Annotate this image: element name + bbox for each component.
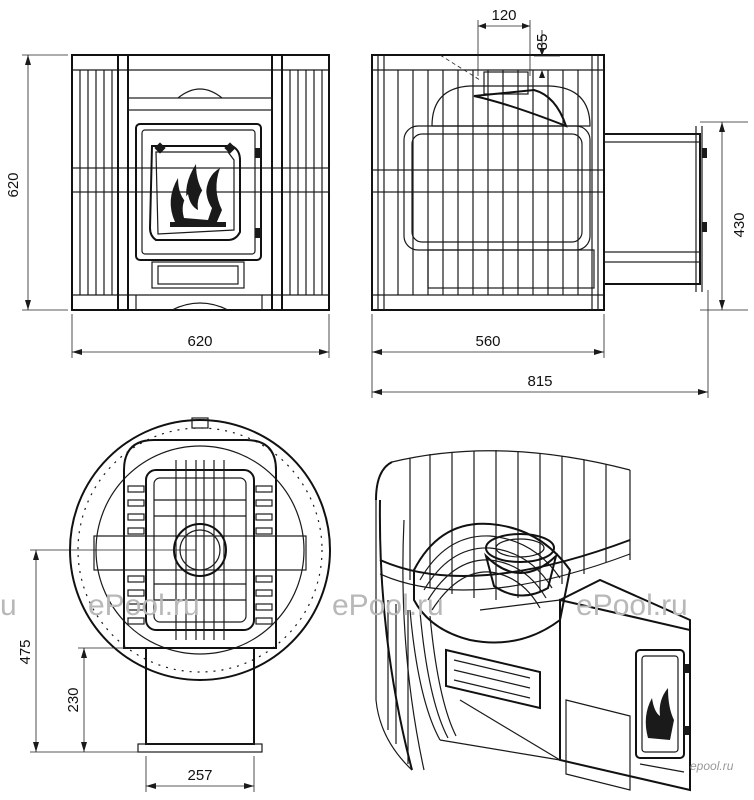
side-grill [377, 55, 599, 310]
top-grate-left [127, 485, 145, 625]
front-height-dimension: 620 [5, 54, 68, 311]
dim-top-tunnel-width: 257 [187, 767, 212, 784]
dim-side-top-height: 35 [534, 34, 551, 51]
dim-front-width: 620 [187, 333, 212, 350]
dim-side-top-width: 120 [491, 7, 516, 24]
flame-emblem [170, 164, 226, 227]
dim-side-width: 560 [475, 333, 500, 350]
watermarks: u ePool.ru ePool.ru ePool.ru epool.ru [0, 589, 734, 773]
side-view [371, 54, 707, 311]
front-width-dimension: 620 [71, 314, 330, 358]
top-tunnel-length-dimension: 230 [65, 647, 146, 752]
dim-overall-length: 815 [527, 373, 552, 390]
front-view [71, 54, 330, 311]
watermark-fragment-4: ePool.ru [576, 589, 688, 622]
dim-top-tunnel-length: 230 [65, 687, 82, 712]
side-top-dimensions: 120 35 [477, 7, 560, 78]
isometric-view [375, 450, 691, 792]
dim-front-height: 620 [5, 172, 22, 197]
watermark-fragment-2: ePool.ru [88, 589, 200, 622]
dim-top-offset: 475 [17, 639, 34, 664]
top-grate-right [255, 485, 273, 625]
side-tunnel-dimension: 430 [700, 121, 748, 311]
top-tunnel-width-dimension: 257 [145, 756, 255, 792]
dim-side-tunnel-height: 430 [731, 212, 748, 237]
front-left-grill [79, 54, 129, 311]
iso-tunnel [559, 598, 691, 792]
watermark-fragment-1: u [0, 589, 17, 622]
overall-length-dimension: 815 [372, 290, 709, 398]
top-view [69, 417, 331, 753]
watermark-fragment-3: ePool.ru [332, 589, 444, 622]
iso-tunnel-door [635, 649, 685, 759]
top-offset-dimension: 475 [17, 549, 196, 753]
firebox-door [135, 123, 262, 261]
front-right-grill [271, 54, 323, 311]
side-width-dimension: 560 [371, 314, 605, 398]
corner-logo: epool.ru [690, 759, 734, 773]
top-tunnel [145, 647, 255, 745]
